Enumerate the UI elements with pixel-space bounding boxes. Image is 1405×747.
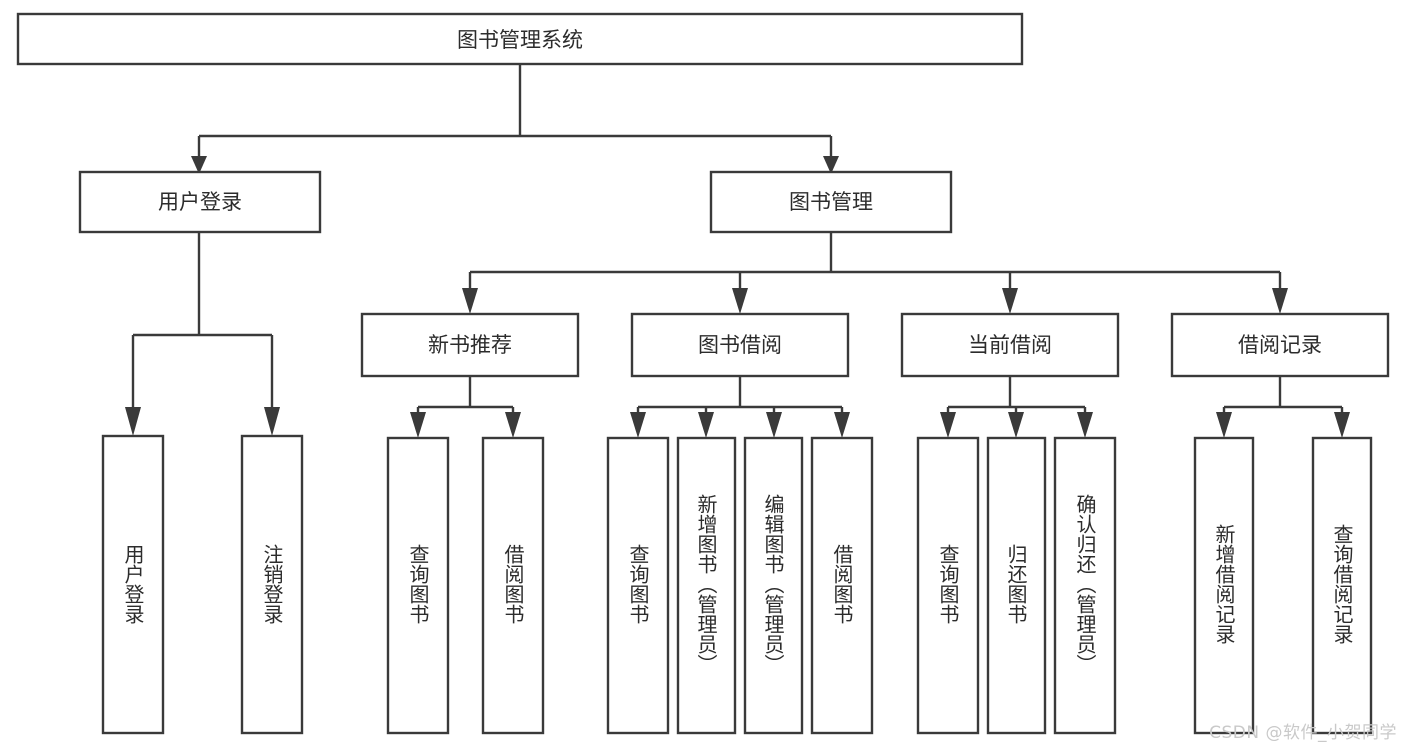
node-leaf-query-record[interactable]: 查询借阅记录 xyxy=(1311,436,1373,735)
node-leaf-confirm-return[interactable]: 确认归还（管理员） xyxy=(1053,436,1117,735)
arrow-head-leaf-query-book-2 xyxy=(630,412,646,438)
node-leaf-query-book-2-label: 查询图书 xyxy=(626,544,650,624)
node-leaf-borrow-book-1-box[interactable] xyxy=(481,436,545,735)
node-current-borrow-label: 当前借阅 xyxy=(968,333,1052,357)
node-leaf-return-book-label: 归还图书 xyxy=(1004,544,1028,624)
node-current-borrow-box[interactable] xyxy=(900,312,1120,378)
arrow-head-leaf-user-login xyxy=(125,407,141,436)
node-leaf-query-book-3-label: 查询图书 xyxy=(936,544,960,624)
node-leaf-add-book-box[interactable] xyxy=(676,436,737,735)
node-leaf-edit-book-box[interactable] xyxy=(743,436,804,735)
node-leaf-logout-label: 注销登录 xyxy=(260,544,284,624)
node-leaf-borrow-book-1[interactable]: 借阅图书 xyxy=(481,436,545,735)
node-leaf-borrow-book-2-box[interactable] xyxy=(810,436,874,735)
node-book-borrow[interactable]: 图书借阅 xyxy=(630,312,850,378)
node-leaf-logout[interactable]: 注销登录 xyxy=(240,434,304,735)
node-leaf-user-login[interactable]: 用户登录 xyxy=(101,434,165,735)
node-book-borrow-box[interactable] xyxy=(630,312,850,378)
arrow-head-new-book-recommend xyxy=(462,288,478,314)
node-book-borrow-label: 图书借阅 xyxy=(698,333,782,357)
arrow-head-book-manage xyxy=(823,156,839,174)
arrow-head-leaf-add-record xyxy=(1216,412,1232,438)
node-new-book-recommend-box[interactable] xyxy=(360,312,580,378)
node-leaf-logout-box[interactable] xyxy=(240,434,304,735)
arrow-head-leaf-edit-book xyxy=(766,412,782,438)
arrow-head-leaf-borrow-book-1 xyxy=(505,412,521,438)
node-borrow-record-label: 借阅记录 xyxy=(1238,333,1322,357)
arrow-head-leaf-confirm-return xyxy=(1077,412,1093,438)
node-borrow-record-box[interactable] xyxy=(1170,312,1390,378)
node-leaf-edit-book-label: 编辑图书（管理员） xyxy=(761,494,785,674)
node-root-label: 图书管理系统 xyxy=(457,28,583,52)
arrow-head-leaf-logout xyxy=(264,407,280,436)
node-new-book-recommend-label: 新书推荐 xyxy=(428,333,512,357)
node-leaf-add-book[interactable]: 新增图书（管理员） xyxy=(676,436,737,735)
node-book-manage-box[interactable] xyxy=(709,170,953,234)
arrow-head-leaf-return-book xyxy=(1008,412,1024,438)
node-leaf-add-record-box[interactable] xyxy=(1193,436,1255,735)
node-root[interactable]: 图书管理系统 xyxy=(16,12,1024,66)
node-borrow-record[interactable]: 借阅记录 xyxy=(1170,312,1390,378)
node-leaf-query-book-1-label: 查询图书 xyxy=(406,544,430,624)
node-leaf-edit-book[interactable]: 编辑图书（管理员） xyxy=(743,436,804,735)
node-current-borrow[interactable]: 当前借阅 xyxy=(900,312,1120,378)
node-leaf-return-book[interactable]: 归还图书 xyxy=(986,436,1047,735)
arrow-head-leaf-query-book-3 xyxy=(940,412,956,438)
node-leaf-query-book-3-box[interactable] xyxy=(916,436,980,735)
node-leaf-borrow-book-2-label: 借阅图书 xyxy=(830,544,854,624)
node-leaf-query-book-2-box[interactable] xyxy=(606,436,670,735)
node-leaf-return-book-box[interactable] xyxy=(986,436,1047,735)
node-leaf-add-book-label: 新增图书（管理员） xyxy=(694,494,718,674)
node-book-manage[interactable]: 图书管理 xyxy=(709,170,953,234)
arrow-head-user-login xyxy=(191,156,207,174)
node-leaf-confirm-return-box[interactable] xyxy=(1053,436,1117,735)
node-leaf-confirm-return-label: 确认归还（管理员） xyxy=(1073,494,1097,674)
node-leaf-query-record-label: 查询借阅记录 xyxy=(1330,524,1354,644)
node-user-login-label: 用户登录 xyxy=(158,190,242,214)
arrow-head-borrow-record xyxy=(1272,288,1288,314)
node-leaf-borrow-book-2[interactable]: 借阅图书 xyxy=(810,436,874,735)
node-user-login-box[interactable] xyxy=(78,170,322,234)
node-leaf-add-record-label: 新增借阅记录 xyxy=(1212,524,1236,644)
node-book-manage-label: 图书管理 xyxy=(789,190,873,214)
node-leaf-borrow-book-1-label: 借阅图书 xyxy=(501,544,525,624)
edge-layer xyxy=(125,64,1350,438)
node-leaf-user-login-box[interactable] xyxy=(101,434,165,735)
arrow-head-leaf-add-book xyxy=(698,412,714,438)
arrow-head-current-borrow xyxy=(1002,288,1018,314)
node-leaf-query-record-box[interactable] xyxy=(1311,436,1373,735)
node-leaf-query-book-3[interactable]: 查询图书 xyxy=(916,436,980,735)
node-leaf-add-record[interactable]: 新增借阅记录 xyxy=(1193,436,1255,735)
csdn-watermark: CSDN @软件_小贺同学 xyxy=(1209,723,1397,743)
node-new-book-recommend[interactable]: 新书推荐 xyxy=(360,312,580,378)
arrow-head-leaf-borrow-book-2 xyxy=(834,412,850,438)
node-root-box[interactable] xyxy=(16,12,1024,66)
node-leaf-user-login-label: 用户登录 xyxy=(121,544,145,624)
node-user-login[interactable]: 用户登录 xyxy=(78,170,322,234)
arrow-head-leaf-query-book-1 xyxy=(410,412,426,438)
node-leaf-query-book-1[interactable]: 查询图书 xyxy=(386,436,450,735)
arrow-head-book-borrow xyxy=(732,288,748,314)
node-leaf-query-book-1-box[interactable] xyxy=(386,436,450,735)
node-leaf-query-book-2[interactable]: 查询图书 xyxy=(606,436,670,735)
arrow-head-leaf-query-record xyxy=(1334,412,1350,438)
